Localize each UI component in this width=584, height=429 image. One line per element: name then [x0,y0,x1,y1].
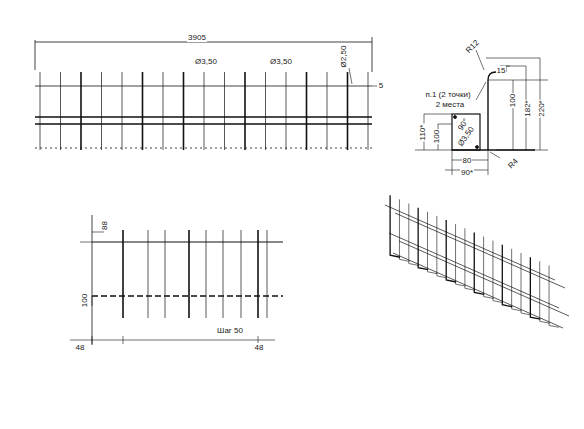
dimension-label: 90* [460,168,474,177]
dimension-label: R12 [463,37,481,55]
dimension-label: 182* [523,99,532,117]
dimension-label: 100 [80,292,89,307]
section-view [415,50,548,175]
spacing-detail [70,215,283,345]
dimension-label: Шаг 50 [216,326,244,335]
dimension-label: Ø3,50 [194,57,218,66]
dimension-label: Ø2,50 [339,44,348,68]
dimension-label: 48 [254,343,265,352]
dimension-label: 220* [537,99,546,117]
isometric-view [385,195,569,328]
dimension-label: 110* [419,123,428,141]
dimension-label: Ø3,50 [269,57,293,66]
dimension-label: 100 [432,128,441,143]
dimension-label: 2 места [435,100,466,109]
dimension-label: 100 [508,92,517,107]
dimension-label: 5 [378,81,384,90]
dimension-label: 80 [462,156,473,165]
dimension-label: 48 [75,343,86,352]
dimension-label: п.1 (2 точки) [424,90,471,99]
dimension-label: 15 [496,66,507,75]
dimension-label: R4 [505,155,520,170]
elevation-view [35,37,377,150]
dimension-label: 3905 [187,33,207,42]
dimension-label: 88 [100,220,109,231]
